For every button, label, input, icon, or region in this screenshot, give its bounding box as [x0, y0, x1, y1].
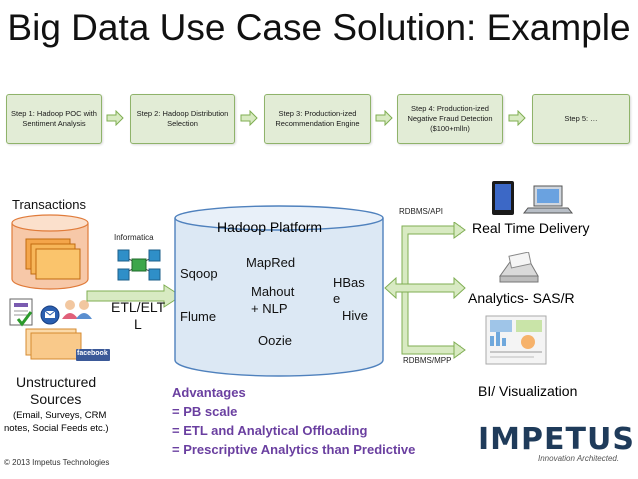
devices-icon: [492, 181, 574, 215]
network-cubes-icon: [117, 249, 161, 281]
hbase-label-1: HBas: [333, 275, 365, 290]
step-3-label: Step 3: Production-ized Recommendation E…: [275, 109, 360, 128]
hadoop-platform-label: Hadoop Platform: [217, 219, 323, 235]
step-3-box: Step 3: Production-ized Recommendation E…: [264, 94, 371, 144]
step-5-box: Step 5: …: [532, 94, 630, 144]
hadoop-platform-cylinder: [174, 205, 384, 377]
step-5-label: Step 5: …: [564, 114, 598, 123]
advantage-item: = Prescriptive Analytics than Predictive: [172, 442, 416, 457]
chevron-right-icon: [240, 110, 258, 126]
analytics-label: Analytics- SAS/R: [468, 290, 575, 306]
output-connector-arrows: [384, 222, 466, 359]
etl-label-1: ETL/ELT: [111, 299, 166, 315]
rdbms-mpp-label: RDBMS/MPP: [403, 356, 452, 365]
unstructured-label-1: Unstructured: [16, 374, 97, 390]
page-title: Big Data Use Case Solution: Example: [7, 7, 631, 48]
step-4-box: Step 4: Production-ized Negative Fraud D…: [397, 94, 503, 144]
transactions-label: Transactions: [12, 197, 86, 212]
advantage-item: = PB scale: [172, 404, 238, 419]
mahout-label-2: + NLP: [251, 301, 288, 316]
chevron-right-icon: [508, 110, 526, 126]
impetus-logo: IMPETUS: [478, 422, 635, 457]
oozie-label: Oozie: [258, 333, 292, 348]
flume-label: Flume: [180, 309, 217, 324]
hive-label: Hive: [342, 308, 369, 323]
analytics-tools-icon: [499, 252, 539, 283]
etl-arrow-icon: [86, 284, 182, 308]
etl-label-2: L: [134, 316, 142, 332]
realtime-delivery-label: Real Time Delivery: [472, 220, 590, 236]
unstructured-detail-2: notes, Social Feeds etc.): [4, 423, 109, 434]
informatica-label: Informatica: [114, 233, 154, 242]
mapred-label: MapRed: [246, 255, 296, 270]
step-1-label: Step 1: Hadoop POC with Sentiment Analys…: [11, 109, 97, 128]
mahout-label-1: Mahout: [251, 284, 295, 299]
advantages-heading: Advantages: [172, 385, 246, 400]
social-sources-icon: [9, 298, 110, 361]
bi-visualization-label: BI/ Visualization: [478, 383, 578, 399]
advantage-item: = ETL and Analytical Offloading: [172, 423, 368, 438]
chevron-right-icon: [106, 110, 124, 126]
rdbms-api-label: RDBMS/API: [399, 207, 444, 216]
step-2-label: Step 2: Hadoop Distribution Selection: [136, 109, 229, 128]
bi-dashboard-icon: [485, 315, 547, 365]
chevron-right-icon: [375, 110, 393, 126]
brand-tagline: Innovation Architected.: [538, 454, 620, 463]
copyright-text: © 2013 Impetus Technologies: [4, 458, 110, 467]
unstructured-detail-1: (Email, Surveys, CRM: [13, 410, 107, 421]
sqoop-label: Sqoop: [180, 266, 218, 281]
step-1-box: Step 1: Hadoop POC with Sentiment Analys…: [6, 94, 102, 144]
unstructured-label-2: Sources: [30, 391, 82, 407]
step-2-box: Step 2: Hadoop Distribution Selection: [130, 94, 235, 144]
database-icon: [11, 214, 89, 290]
step-4-label: Step 4: Production-ized Negative Fraud D…: [407, 104, 493, 133]
hbase-label-2: e: [333, 291, 341, 306]
facebook-icon: facebook: [77, 350, 108, 357]
